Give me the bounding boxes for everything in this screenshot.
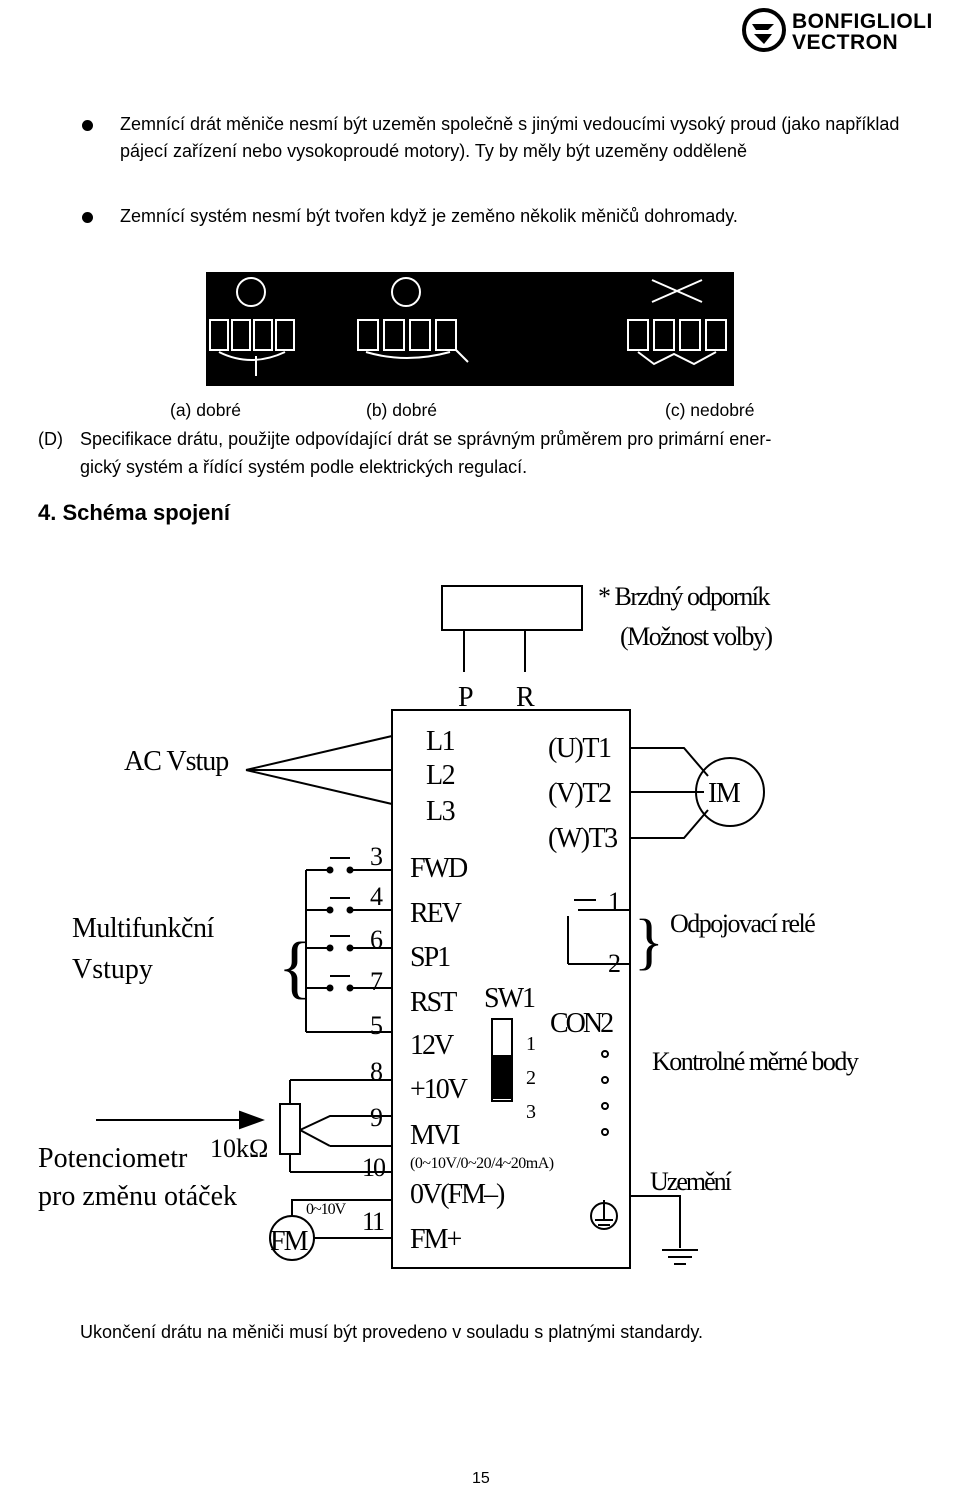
terminal-fwd: FWD <box>410 853 468 884</box>
terminal-r: R <box>516 682 535 713</box>
bullet-marker <box>82 212 93 223</box>
terminal-t3: (W)T3 <box>548 823 617 854</box>
relay-contact-2: 2 <box>608 949 621 978</box>
company-logo: BONFIGLIOLI VECTRON <box>742 6 932 54</box>
terminal-12v: 12V <box>410 1030 454 1061</box>
terminal-number: 11 <box>362 1207 384 1236</box>
sw1-position-3: 3 <box>526 1101 536 1123</box>
motor-label: IM <box>708 778 741 809</box>
multifunction-label-1: Multifunkční <box>72 913 214 944</box>
terminal-number: 7 <box>370 967 383 996</box>
terminal-rev: REV <box>410 898 462 929</box>
caption-c: (c) nedobré <box>665 400 755 420</box>
terminal-number: 6 <box>370 925 383 954</box>
bullet-text-2: Zemnící systém nesmí být tvořen když je … <box>120 206 738 226</box>
terminal-number: 4 <box>370 882 383 911</box>
terminal-number: 3 <box>370 842 383 871</box>
paragraph-line-1: Specifikace drátu, použijte odpovídající… <box>80 429 772 449</box>
frequency-meter-label: FM <box>270 1226 309 1257</box>
multifunction-brace: { <box>278 929 312 1006</box>
potentiometer-label-1: Potenciometr <box>38 1143 188 1174</box>
sw1-label: SW1 <box>484 983 535 1014</box>
terminal-10v: +10V <box>410 1074 468 1105</box>
terminal-rst: RST <box>410 987 457 1018</box>
terminal-fm-minus: 0V(FM–) <box>410 1179 505 1210</box>
logo-line-1: BONFIGLIOLI <box>792 10 933 33</box>
sw1-position-1: 1 <box>526 1033 536 1055</box>
relay-label: Odpojovací relé <box>670 909 815 938</box>
terminal-number: 8 <box>370 1057 383 1086</box>
terminal-l2: L2 <box>426 760 455 791</box>
grounding-illustration <box>206 272 734 386</box>
section-heading: 4. Schéma spojení <box>38 500 230 525</box>
terminal-t2: (V)T2 <box>548 778 611 809</box>
terminal-p: P <box>458 682 474 713</box>
relay-brace: } <box>634 908 664 976</box>
terminal-number: 10 <box>362 1153 386 1182</box>
measure-points-label: Kontrolné měrné body <box>652 1047 859 1076</box>
caption-a: (a) dobré <box>170 400 242 420</box>
ac-input-label: AC Vstup <box>124 746 228 777</box>
terminal-l1: L1 <box>426 726 455 757</box>
frequency-meter-range: 0~10V <box>306 1201 347 1218</box>
multifunction-label-2: Vstupy <box>72 954 153 985</box>
terminal-number: 5 <box>370 1011 383 1040</box>
footer-note: Ukončení drátu na měniči musí být proved… <box>80 1322 703 1342</box>
potentiometer-label-2: pro změnu otáček <box>38 1181 237 1212</box>
bullet-marker <box>82 120 93 131</box>
potentiometer-value: 10kΩ <box>210 1134 268 1163</box>
terminal-fm-plus: FM+ <box>410 1224 461 1255</box>
sw1-switch <box>491 1018 513 1102</box>
bullet-text-1: Zemnící drát měniče nesmí být uzeměn spo… <box>120 114 900 161</box>
motor-circle <box>695 757 765 827</box>
terminal-t1: (U)T1 <box>548 733 611 764</box>
brake-resistor-label: * Brzdný odporník <box>598 582 770 611</box>
potentiometer-resistor <box>279 1103 301 1155</box>
con2-label: CON2 <box>550 1008 613 1039</box>
terminal-number: 9 <box>370 1103 383 1132</box>
relay-contact-1: 1 <box>608 887 621 916</box>
page-number: 15 <box>472 1470 490 1487</box>
terminal-sp1: SP1 <box>410 942 450 973</box>
caption-b: (b) dobré <box>366 400 438 420</box>
paragraph-line-2: gický systém a řídící systém podle elekt… <box>80 457 528 477</box>
brake-resistor-box <box>441 585 583 631</box>
terminal-l3: L3 <box>426 796 455 827</box>
bonfiglioli-emblem-icon <box>742 8 786 52</box>
sw1-position-2: 2 <box>526 1067 536 1089</box>
brake-resistor-option: (Možnost volby) <box>620 622 772 651</box>
terminal-mvi: MVI <box>410 1120 460 1151</box>
logo-line-2: VECTRON <box>792 31 899 54</box>
mvi-range: (0~10V/0~20/4~20mA) <box>410 1155 554 1172</box>
paragraph-marker: (D) <box>38 429 63 449</box>
ground-label: Uzemění <box>650 1167 732 1196</box>
wiring-diagram: { } * Brzdný odporník (Možnost volby) P … <box>38 582 860 1269</box>
